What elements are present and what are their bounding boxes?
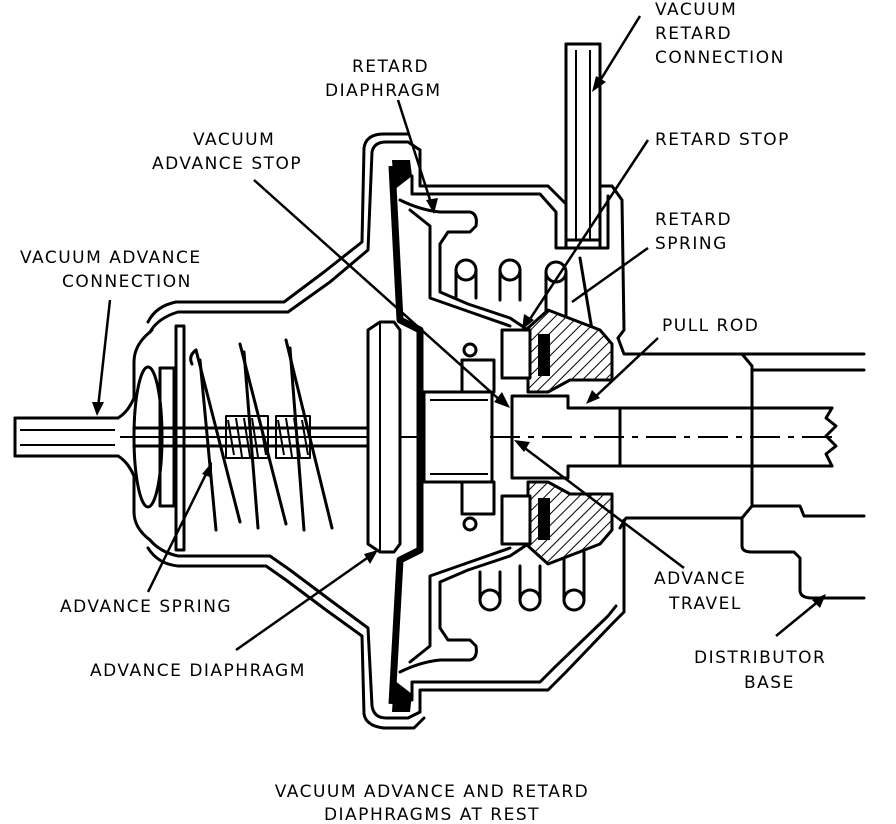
label-advance-diaphragm: ADVANCE DIAPHRAGM — [90, 661, 306, 681]
label-advance-travel-1: ADVANCE — [654, 569, 746, 589]
label-advance-travel-2: TRAVEL — [668, 594, 742, 614]
label-retard-spring-1: RETARD — [655, 210, 732, 230]
label-retard-diaphragm-1: RETARD — [352, 57, 429, 77]
threaded-section — [225, 415, 311, 459]
label-retard-stop: RETARD STOP — [655, 130, 790, 150]
center-plate — [422, 342, 496, 532]
leader-lines — [92, 15, 826, 652]
retard-stop — [500, 308, 614, 566]
label-vacuum-retard-connection-1: VACUUM — [655, 0, 737, 20]
label-vacuum-advance-connection-2: CONNECTION — [62, 272, 192, 292]
advance-connection-tube — [13, 328, 154, 542]
label-distributor-base-1: DISTRIBUTOR — [694, 648, 826, 668]
label-distributor-base-2: BASE — [744, 673, 795, 693]
advance-diaphragm-plate — [366, 320, 402, 554]
label-vacuum-advance-stop-1: VACUUM — [193, 130, 275, 150]
retard-diaphragm — [398, 198, 530, 674]
label-vacuum-advance-stop-2: ADVANCE STOP — [152, 154, 302, 174]
labels: VACUUM RETARD CONNECTION RETARD DIAPHRAG… — [20, 0, 826, 693]
label-vacuum-retard-connection-2: RETARD — [655, 24, 732, 44]
label-pull-rod: PULL ROD — [662, 316, 759, 336]
caption-line-2: DIAPHRAGMS AT REST — [324, 805, 540, 824]
label-retard-spring-2: SPRING — [655, 234, 728, 254]
label-retard-diaphragm-2: DIAPHRAGM — [325, 81, 442, 101]
retard-connection-tube — [564, 42, 602, 250]
label-advance-spring: ADVANCE SPRING — [60, 597, 232, 617]
center-shaft — [120, 415, 470, 459]
label-vacuum-retard-connection-3: CONNECTION — [655, 48, 785, 68]
caption: VACUUM ADVANCE AND RETARD DIAPHRAGMS AT … — [275, 782, 590, 824]
label-vacuum-advance-connection-1: VACUUM ADVANCE — [20, 248, 202, 268]
advance-diaphragm — [388, 160, 424, 712]
distributor-body — [616, 336, 866, 600]
caption-line-1: VACUUM ADVANCE AND RETARD — [275, 782, 590, 802]
